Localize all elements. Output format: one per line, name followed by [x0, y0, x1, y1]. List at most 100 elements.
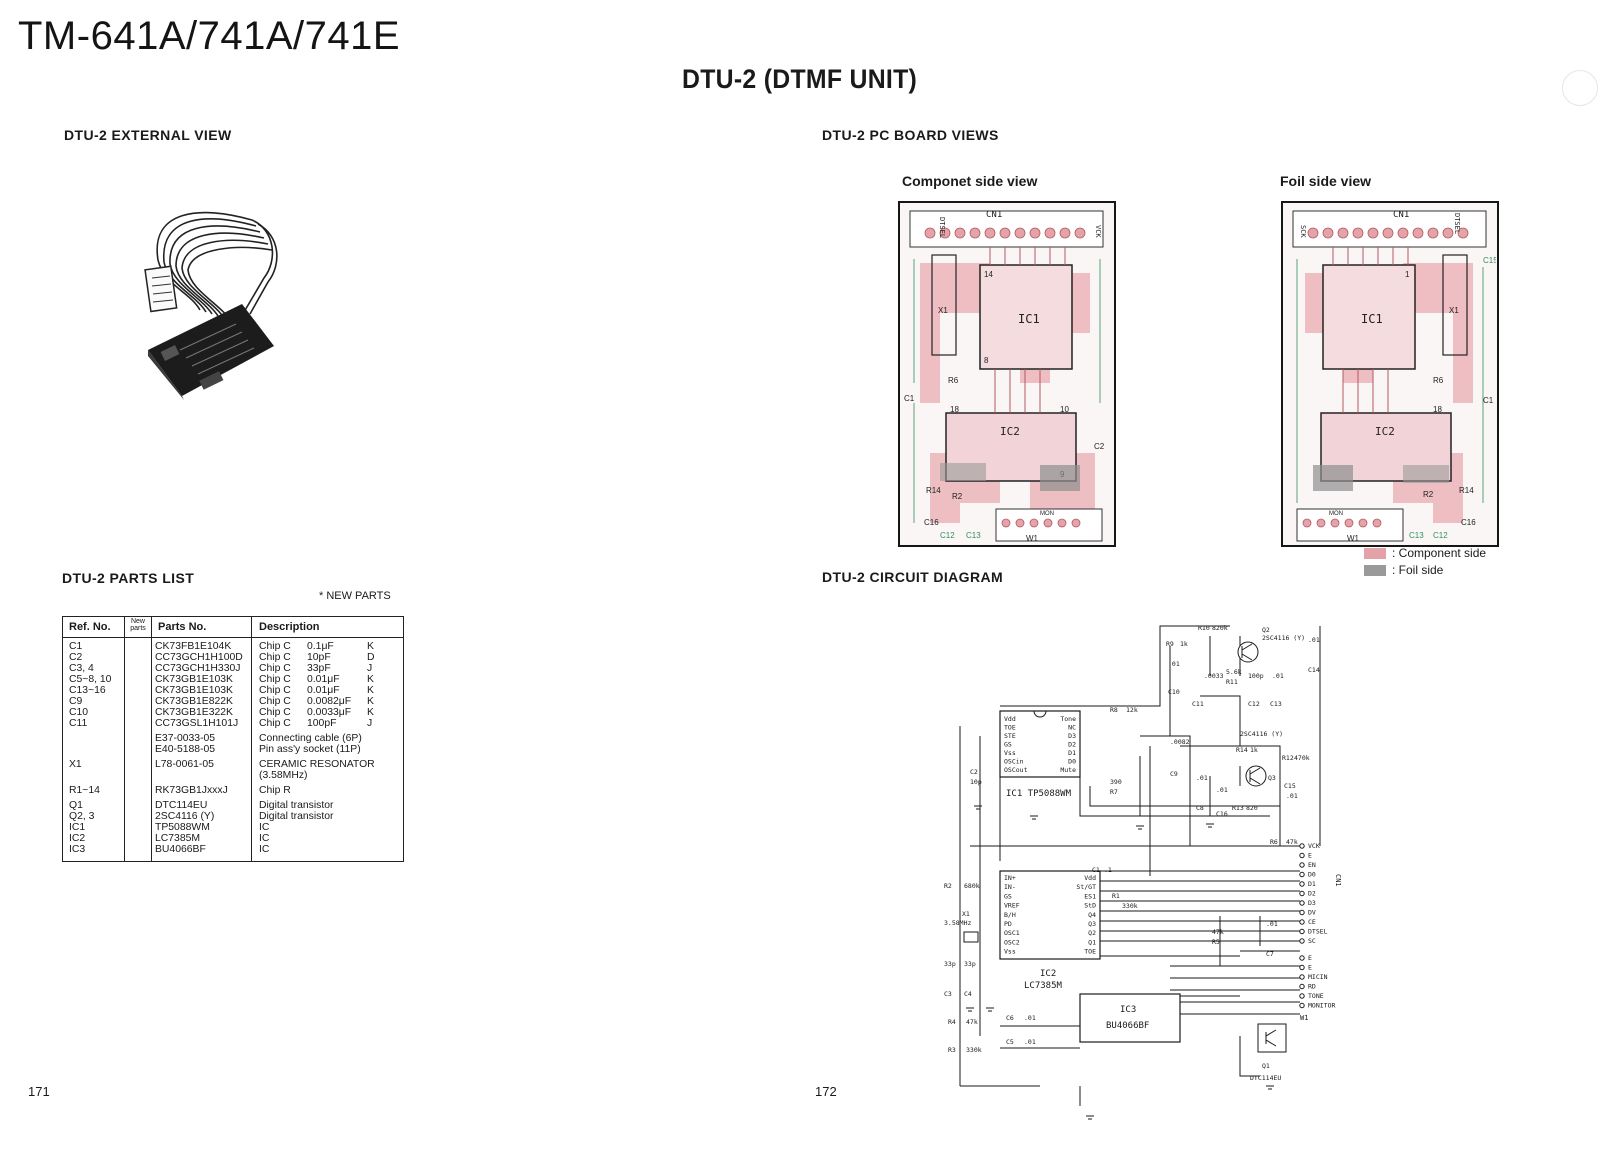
pin-label: IN-	[1004, 883, 1016, 891]
ic2-board-label: IC2	[1000, 425, 1020, 438]
cell-part: DTC114EU	[155, 800, 208, 811]
r8-value: 12k	[1126, 706, 1138, 714]
connector-pin	[1299, 964, 1305, 971]
pin18-label: 18	[950, 405, 959, 414]
pin14-label: 14	[984, 270, 993, 279]
cell-desc: IC	[259, 822, 270, 833]
pin-label: TOE	[1004, 724, 1016, 732]
pin-label: VREF	[1004, 902, 1020, 910]
cell-desc: Connecting cable (6P)	[259, 733, 362, 744]
new-parts-note: * NEW PARTS	[319, 590, 391, 602]
q2-part: 2SC4116 (Y)	[1262, 634, 1305, 642]
r5-value: 47k	[1212, 928, 1224, 936]
cell-desc: Chip C	[259, 674, 291, 685]
cn1-pin-label: DV	[1308, 909, 1316, 917]
c9-value: .0082	[1170, 738, 1190, 746]
w1-foil-label: W1	[1347, 534, 1360, 543]
pin-label: D1	[1068, 749, 1076, 757]
cn1-pin-label: E	[1308, 852, 1312, 860]
q1-label: Q1	[1262, 1062, 1270, 1070]
r1-value: 330k	[1122, 902, 1138, 910]
c7-value: .01	[1266, 920, 1278, 928]
pin-label: TOE	[1084, 948, 1096, 956]
pin-label: B/H	[1004, 911, 1016, 919]
r7-value: 390	[1110, 778, 1122, 786]
page-number-right: 172	[815, 1084, 837, 1099]
cn1-pin-label: D3	[1308, 899, 1316, 907]
c8-label: C8	[1196, 804, 1204, 812]
pin-label: Q2	[1088, 929, 1096, 937]
cell-desc: Chip R	[259, 785, 291, 796]
pin-label: Vss	[1004, 749, 1016, 757]
c12-value: 100p	[1248, 672, 1264, 680]
cell-part: CC73GCH1H100D	[155, 652, 243, 663]
pin8-label: 8	[984, 356, 989, 365]
w1-pin-label: MONITOR	[1308, 1002, 1335, 1010]
r2-board-label: R2	[952, 492, 963, 501]
cell-desc: Pin ass'y socket (11P)	[259, 744, 361, 755]
cn1-pin-label: DTSEL	[1308, 928, 1328, 936]
connector-pin	[1299, 938, 1305, 944]
cell-ref: X1	[69, 759, 82, 770]
r6-label: R6	[1270, 838, 1278, 846]
cell-part: RK73GB1JxxxJ	[155, 785, 228, 796]
cell-part: CK73GB1E322K	[155, 707, 233, 718]
pin-label: NC	[1068, 724, 1076, 732]
w1-board-label: W1	[1026, 534, 1039, 543]
cell-val: 0.0033μF	[307, 707, 352, 718]
r11-value: 5.6k	[1226, 668, 1242, 676]
cell-desc: CERAMIC RESONATOR	[259, 759, 375, 770]
r3-label: R3	[948, 1046, 956, 1054]
c2-board-label: C2	[1094, 442, 1105, 451]
r10-label: R10	[1198, 624, 1210, 632]
cell-part: CK73GB1E103K	[155, 674, 233, 685]
q3-label: Q3	[1268, 774, 1276, 782]
r14-label: R14	[1236, 746, 1248, 754]
legend-foil-swatch	[1364, 565, 1386, 576]
cell-desc: IC	[259, 844, 270, 855]
r9-value: 1k	[1180, 640, 1188, 648]
header-ref-no: Ref. No.	[69, 621, 111, 633]
r10-value: 820k	[1212, 624, 1228, 632]
r9-label: R9	[1166, 640, 1174, 648]
ic2-symbol	[999, 870, 1101, 960]
cell-ref: Q2, 3	[69, 811, 95, 822]
cn1-pin-label: CE	[1308, 918, 1316, 926]
c16-foil-label: C16	[1461, 518, 1476, 527]
cell-ref: IC1	[69, 822, 86, 833]
connector-pin	[1299, 1002, 1305, 1009]
cell-part: TP5088WM	[155, 822, 210, 833]
connector-pin	[1299, 909, 1305, 916]
foil-side-board: CN1 SCK DTSEL IC1 1 IC2 18 X1 R6 C1 R2 R…	[1281, 201, 1499, 547]
cell-ref: C13~16	[69, 685, 106, 696]
w1-pin-label: RD	[1308, 983, 1316, 991]
cell-ref: C10	[69, 707, 89, 718]
cn1-label: CN1	[986, 210, 1002, 220]
pc-board-title: DTU-2 PC BOARD VIEWS	[822, 127, 999, 143]
c13-board-label: C13	[966, 531, 981, 540]
cell-part: CC73GSL1H101J	[155, 718, 239, 729]
cell-desc: Chip C	[259, 663, 291, 674]
w1-pin-label: E	[1308, 954, 1312, 962]
connector-pin	[1299, 852, 1305, 859]
r12-label: R12	[1282, 754, 1294, 762]
cell-tol: K	[367, 696, 374, 707]
cn1-pin-label: SC	[1308, 937, 1316, 945]
cell-desc: Chip C	[259, 641, 291, 652]
c8-value: .01	[1196, 774, 1208, 782]
r8-label: R8	[1110, 706, 1118, 714]
q3-part: 2SC4116 (Y)	[1240, 730, 1283, 738]
cell-desc: Chip C	[259, 652, 291, 663]
cell-part: CK73GB1E103K	[155, 685, 233, 696]
cell-ref: IC2	[69, 833, 86, 844]
cn1-pin-label: VCK	[1308, 842, 1320, 850]
connector-pin	[1299, 881, 1305, 887]
x1-symbol	[963, 931, 979, 943]
x1-label: X1	[962, 910, 970, 918]
pin-label: D3	[1068, 732, 1076, 740]
cn1-pin-label: D0	[1308, 871, 1316, 879]
